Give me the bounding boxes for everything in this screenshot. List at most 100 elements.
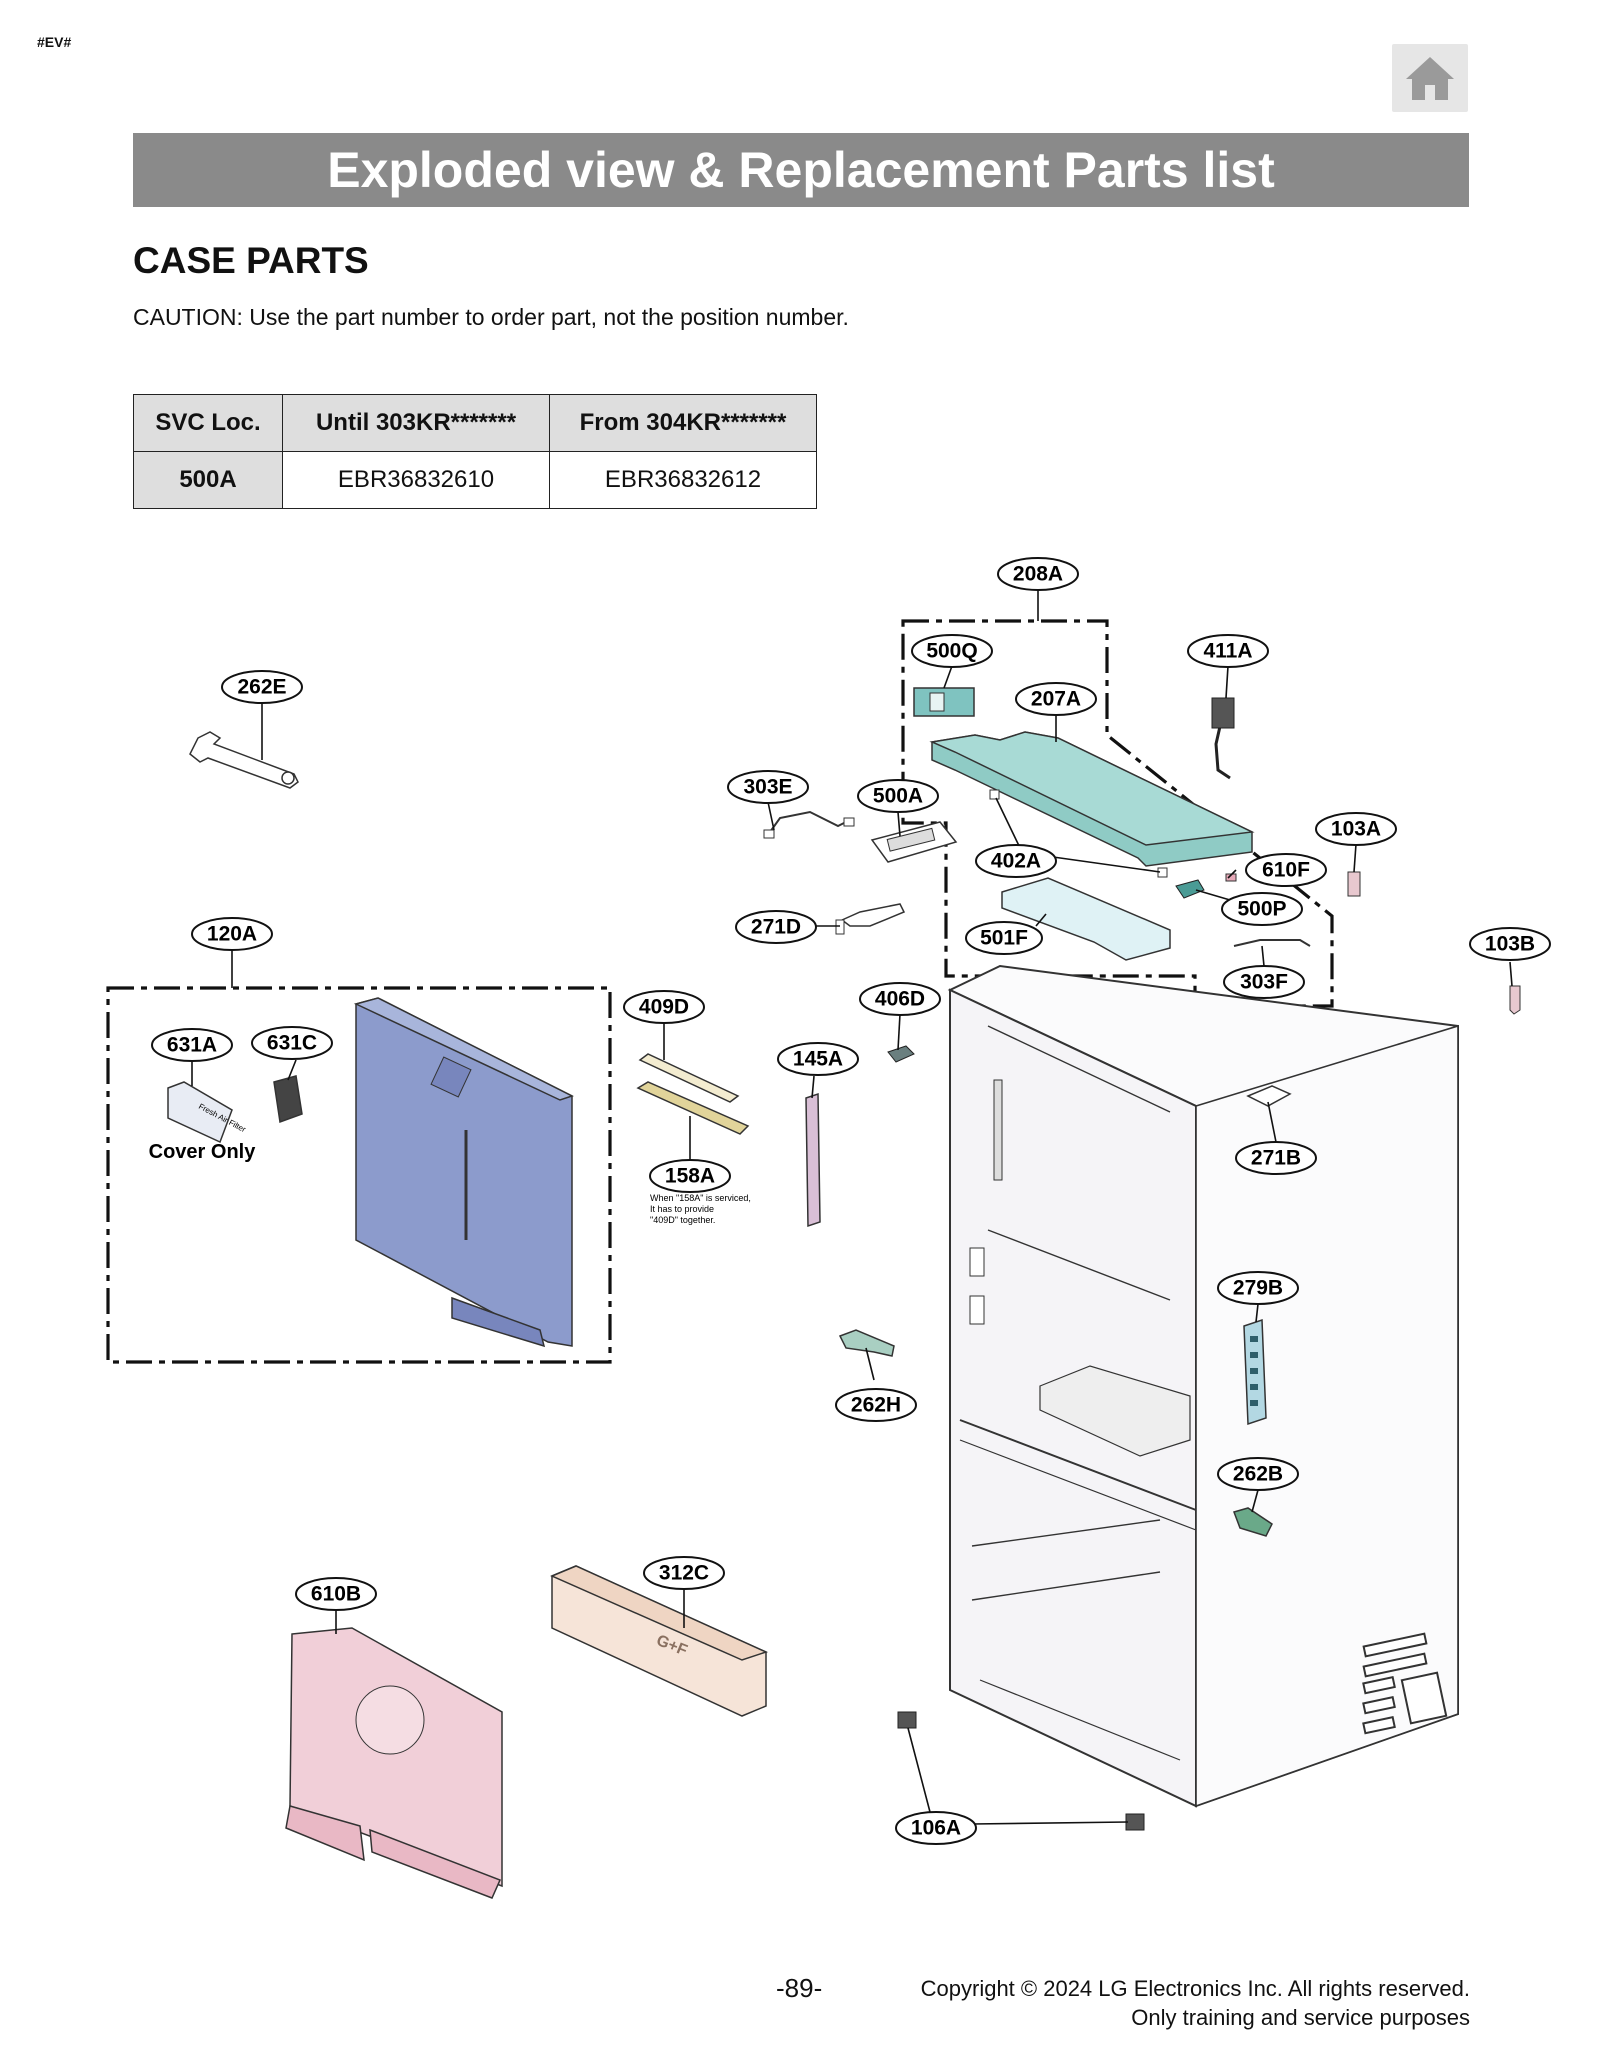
callout-279b[interactable]: 279B xyxy=(1217,1271,1299,1305)
callout-610f[interactable]: 610F xyxy=(1245,853,1327,887)
part-103a xyxy=(1347,871,1361,897)
part-262h-hinge xyxy=(838,1329,895,1357)
svg-text:271B: 271B xyxy=(1251,1147,1301,1170)
part-271b-hinge xyxy=(1246,1085,1292,1107)
svc-header-until: Until 303KR******* xyxy=(282,394,550,452)
svg-text:631C: 631C xyxy=(267,1032,317,1055)
callout-500a[interactable]: 500A xyxy=(857,779,939,813)
callout-610b[interactable]: 610B xyxy=(295,1577,377,1611)
callout-208a[interactable]: 208A xyxy=(997,557,1079,591)
svg-text:120A: 120A xyxy=(207,923,257,946)
group-frame-120a xyxy=(106,986,612,1364)
svg-text:501F: 501F xyxy=(980,927,1028,950)
part-631c-filter xyxy=(273,1075,303,1124)
part-158a-strip xyxy=(636,1081,750,1135)
part-409d-strip xyxy=(638,1053,740,1103)
cover-only-label: Cover Only xyxy=(149,1141,257,1163)
table-row: 500A EBR36832610 EBR36832612 xyxy=(133,451,817,509)
caution-note: CAUTION: Use the part number to order pa… xyxy=(133,304,849,330)
callout-402a[interactable]: 402A xyxy=(975,844,1057,878)
part-631a-filter-cover: Fresh Air Filter xyxy=(167,1081,248,1144)
part-120a-panel xyxy=(353,997,574,1348)
svg-text:262B: 262B xyxy=(1233,1463,1283,1486)
home-button[interactable] xyxy=(1392,44,1468,112)
part-303f-harness xyxy=(1233,939,1311,947)
svg-text:262H: 262H xyxy=(851,1394,901,1417)
footer-copyright: Copyright © 2024 LG Electronics Inc. All… xyxy=(870,1974,1470,2032)
svg-text:303E: 303E xyxy=(743,776,792,799)
section-title: CASE PARTS xyxy=(133,240,369,281)
callout-158a[interactable]: 158A xyxy=(649,1159,731,1193)
svc-cell-loc: 500A xyxy=(133,451,283,509)
svg-text:103B: 103B xyxy=(1485,933,1535,956)
svg-text:610B: 610B xyxy=(311,1583,361,1606)
callout-409d[interactable]: 409D xyxy=(623,990,705,1024)
callout-406d[interactable]: 406D xyxy=(859,982,941,1016)
callout-145a[interactable]: 145A xyxy=(777,1042,859,1076)
callout-106a[interactable]: 106A xyxy=(895,1811,977,1845)
part-145a xyxy=(805,1092,821,1228)
leader-lines xyxy=(191,590,1513,1825)
part-cabinet xyxy=(947,964,1459,1808)
svg-text:631A: 631A xyxy=(167,1034,217,1057)
page-tag: #EV# xyxy=(37,34,72,50)
svg-text:145A: 145A xyxy=(793,1048,843,1071)
callout-411a[interactable]: 411A xyxy=(1187,634,1269,668)
page-banner-title: Exploded view & Replacement Parts list xyxy=(133,133,1469,207)
svg-text:106A: 106A xyxy=(911,1817,961,1840)
part-312c-bin: G+F xyxy=(550,1565,769,1717)
svg-text:262E: 262E xyxy=(237,676,286,699)
note-158a: When "158A" is serviced, It has to provi… xyxy=(650,1193,751,1225)
svg-text:207A: 207A xyxy=(1031,688,1081,711)
svg-text:500P: 500P xyxy=(1237,898,1286,921)
callout-271b[interactable]: 271B xyxy=(1235,1141,1317,1175)
part-103b xyxy=(1509,985,1521,1015)
svc-cell-until: EBR36832610 xyxy=(282,451,550,509)
svg-text:103A: 103A xyxy=(1331,818,1381,841)
note-158a-line-3: "409D" together. xyxy=(650,1215,715,1225)
page-number: -89- xyxy=(776,1973,823,2003)
svg-text:500A: 500A xyxy=(873,785,923,808)
svg-text:271D: 271D xyxy=(751,916,801,939)
callout-120a[interactable]: 120A xyxy=(191,917,273,951)
callout-271d[interactable]: 271D xyxy=(735,910,817,944)
note-158a-line-1: When "158A" is serviced, xyxy=(650,1193,751,1203)
svc-header-loc: SVC Loc. xyxy=(133,394,283,452)
callout-207a[interactable]: 207A xyxy=(1015,682,1097,716)
part-501f-plate xyxy=(1001,877,1171,961)
part-279b-display xyxy=(1243,1318,1267,1426)
callout-500q[interactable]: 500Q xyxy=(911,634,993,668)
callout-262e[interactable]: 262E xyxy=(221,670,303,704)
part-262b xyxy=(1233,1507,1273,1537)
purpose-text: Only training and service purposes xyxy=(1131,2005,1470,2030)
part-303e-harness xyxy=(763,810,855,839)
svc-table-header-row: SVC Loc. Until 303KR******* From 304KR**… xyxy=(133,394,817,452)
svc-table: SVC Loc. Until 303KR******* From 304KR**… xyxy=(133,394,817,509)
callout-500p[interactable]: 500P xyxy=(1221,892,1303,926)
callout-262h[interactable]: 262H xyxy=(835,1388,917,1422)
svg-text:208A: 208A xyxy=(1013,563,1063,586)
callout-631a[interactable]: 631A xyxy=(151,1028,233,1062)
part-500a-pcb xyxy=(870,821,958,863)
svg-text:279B: 279B xyxy=(1233,1277,1283,1300)
part-610b-housing xyxy=(285,1627,503,1899)
callout-303f[interactable]: 303F xyxy=(1223,965,1305,999)
svg-text:500Q: 500Q xyxy=(926,640,977,663)
svg-text:409D: 409D xyxy=(639,996,689,1019)
callout-103b[interactable]: 103B xyxy=(1469,927,1551,961)
callout-501f[interactable]: 501F xyxy=(965,921,1043,955)
svg-text:303F: 303F xyxy=(1240,971,1288,994)
svg-text:406D: 406D xyxy=(875,988,925,1011)
callout-631c[interactable]: 631C xyxy=(251,1026,333,1060)
svg-text:411A: 411A xyxy=(1203,640,1252,663)
part-106a-foot xyxy=(897,1711,1145,1831)
part-207a-cover xyxy=(929,731,1255,867)
home-icon xyxy=(1406,57,1454,100)
note-158a-line-2: It has to provide xyxy=(650,1204,714,1214)
part-271d-hinge xyxy=(835,903,906,935)
callout-262b[interactable]: 262B xyxy=(1217,1457,1299,1491)
part-500p xyxy=(1175,879,1205,899)
callout-303e[interactable]: 303E xyxy=(727,770,809,804)
callout-103a[interactable]: 103A xyxy=(1315,812,1397,846)
callout-312c[interactable]: 312C xyxy=(643,1556,725,1590)
